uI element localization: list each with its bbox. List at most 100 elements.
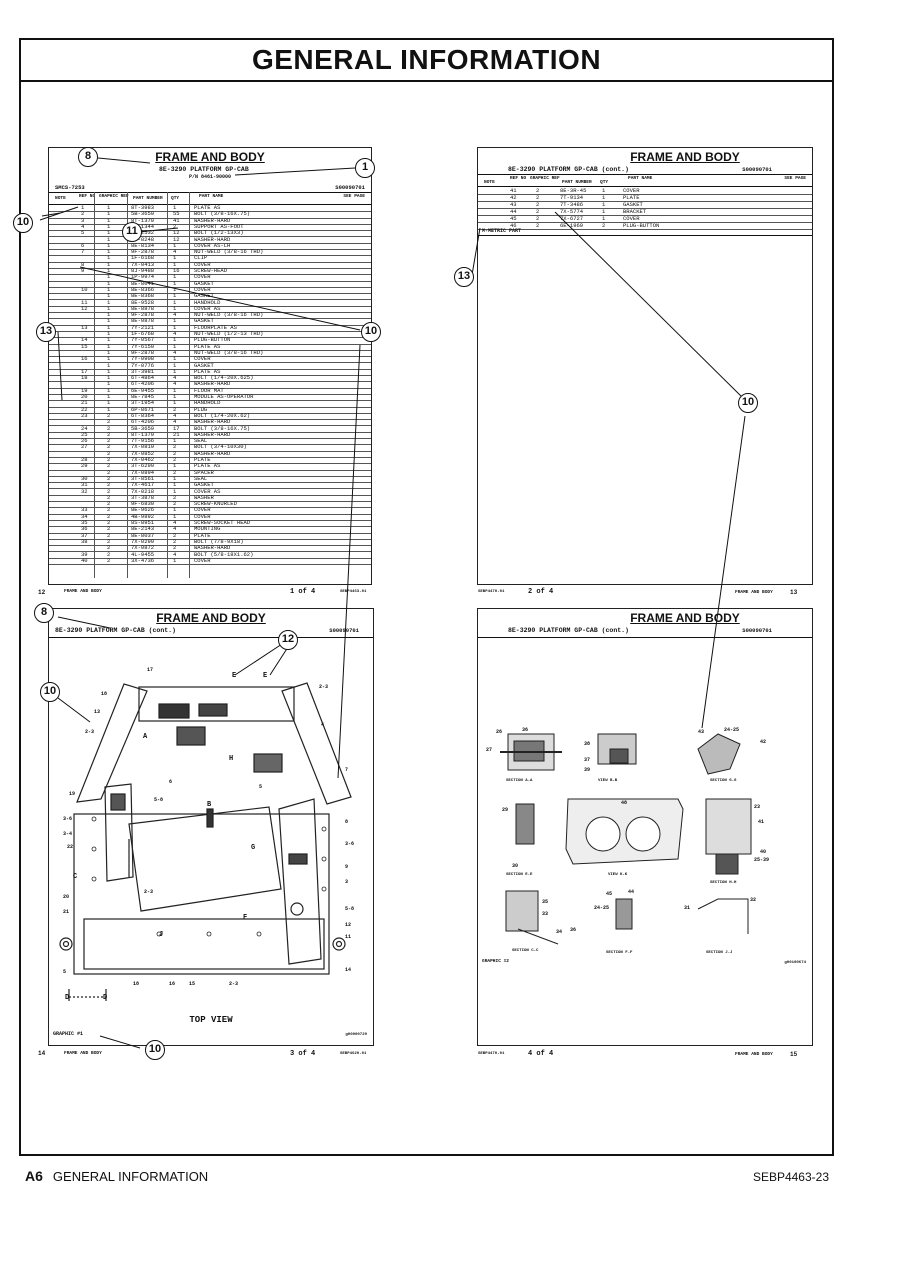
cell-ref: 42 <box>510 194 517 201</box>
cell-qty: 4 <box>173 311 177 319</box>
cell-name: COVER <box>194 260 211 268</box>
cell-ref: 21 <box>81 399 88 407</box>
cell-name: PLUG-BUTTON <box>623 222 660 229</box>
label-5b: 5 <box>63 969 67 975</box>
cell-gr: 2 <box>107 481 111 489</box>
cell-pn: 7X-5774 <box>560 208 584 215</box>
cell-pn: 8E-1344 <box>131 222 155 230</box>
cell-name: NUT-WELD (3/8-16 THD) <box>194 248 264 256</box>
cell-qty: 4 <box>173 348 177 356</box>
cell-qty: 1 <box>173 342 177 350</box>
p1-footer-label: FRAME AND BODY <box>64 589 102 594</box>
cell-pn: 8E-2143 <box>131 525 155 533</box>
cell-pn: 8E-9626 <box>131 506 155 514</box>
label-35: 35 <box>542 899 549 905</box>
section-d2: D <box>103 994 108 1002</box>
label-5: 5 <box>259 784 263 790</box>
cell-name: HANDHOLD <box>194 399 221 407</box>
cell-gr: 1 <box>107 311 111 319</box>
cell-ref: 31 <box>81 481 88 489</box>
metric-note: M-METRIC PART <box>482 228 522 234</box>
cell-pn: 8E-8041 <box>131 279 155 287</box>
cell-pn: 6T-4206 <box>131 418 155 426</box>
label-36: 36 <box>522 727 529 733</box>
col-page: SEE PAGE <box>784 176 806 181</box>
label-30: 30 <box>512 863 519 869</box>
cell-pn: 7T-9156 <box>131 437 155 445</box>
p3-footer-num: 14 <box>38 1050 46 1057</box>
cell-name: HANDHOLD <box>194 298 221 306</box>
cell-qty: 4 <box>173 550 177 558</box>
cell-pn: 7Y-0567 <box>131 336 155 344</box>
cell-name: BOLT (1/4-20X.625) <box>194 374 254 382</box>
cell-name: SCREW-KNURLED <box>194 500 237 508</box>
cell-gr: 2 <box>107 531 111 539</box>
label-37: 37 <box>584 757 591 763</box>
cell-qty: 2 <box>173 456 177 463</box>
cell-pn: 6E-1969 <box>560 222 584 229</box>
footer-doc-number: SEBP4463-23 <box>752 1170 829 1184</box>
label-24-25b: 24-25 <box>594 905 610 911</box>
cell-name: COVER AS <box>194 487 221 495</box>
page-title: GENERAL INFORMATION <box>21 40 832 82</box>
p1-footer-code: SEBP4463-01 <box>340 590 367 594</box>
cell-name: BOLT (3/8-16X.75) <box>194 210 251 218</box>
p1-footer-pageof: 1 of 4 <box>290 588 316 596</box>
cell-qty: 1 <box>173 361 177 369</box>
cell-ref: 19 <box>81 386 88 394</box>
cell-gr: 1 <box>107 380 111 388</box>
cell-ref: 41 <box>510 187 517 194</box>
cell-gr: 2 <box>107 424 111 432</box>
cell-gr: 1 <box>107 210 111 218</box>
cell-gr: 1 <box>107 330 111 337</box>
doc-number: S00090701 <box>742 627 772 634</box>
cell-gr: 1 <box>107 317 111 325</box>
cell-name: MOUNTING <box>194 525 221 533</box>
cell-gr: 2 <box>107 525 111 533</box>
section-e2: E <box>263 672 268 680</box>
cell-gr: 1 <box>107 248 111 256</box>
callout-11: 11 <box>122 222 142 242</box>
cell-qty: 2 <box>173 222 177 230</box>
cell-ref: 8 <box>81 260 85 268</box>
cell-qty: 1 <box>173 512 177 520</box>
cell-qty: 1 <box>173 355 177 363</box>
label-6: 6 <box>169 779 173 785</box>
label-43: 43 <box>698 729 705 735</box>
cell-pn: 4B-9892 <box>131 512 155 520</box>
label-38: 38 <box>584 741 591 747</box>
cell-qty: 2 <box>173 544 177 552</box>
cell-name: COVER <box>194 506 211 514</box>
cell-qty: 2 <box>602 222 606 229</box>
cell-ref: 4 <box>81 222 85 230</box>
p4-footer-label: FRAME AND BODY <box>735 1052 773 1057</box>
cell-qty: 4 <box>173 525 177 533</box>
cell-gr: 2 <box>536 201 540 208</box>
cell-qty: 1 <box>173 204 177 211</box>
callout-12: 12 <box>278 630 298 650</box>
cell-pn: 1F-6768 <box>131 330 155 337</box>
section-h: H <box>229 755 234 763</box>
graphic-2-page: FRAME AND BODY 8E-3290 PLATFORM GP-CAB (… <box>477 608 813 1046</box>
cell-ref: 10 <box>81 285 88 293</box>
doc-number: S00090701 <box>742 166 772 173</box>
graphic-label: GRAPHIC #2 <box>482 959 510 964</box>
cell-gr: 2 <box>107 556 111 564</box>
cell-pn: 8S-8951 <box>131 519 155 526</box>
cell-name: GASKET <box>194 361 214 369</box>
label-41: 41 <box>758 819 765 825</box>
cell-gr: 1 <box>107 374 111 382</box>
cell-qty: 2 <box>173 449 177 457</box>
cell-gr: 1 <box>107 260 111 268</box>
label-3-6-right: 3-6 <box>345 841 355 847</box>
